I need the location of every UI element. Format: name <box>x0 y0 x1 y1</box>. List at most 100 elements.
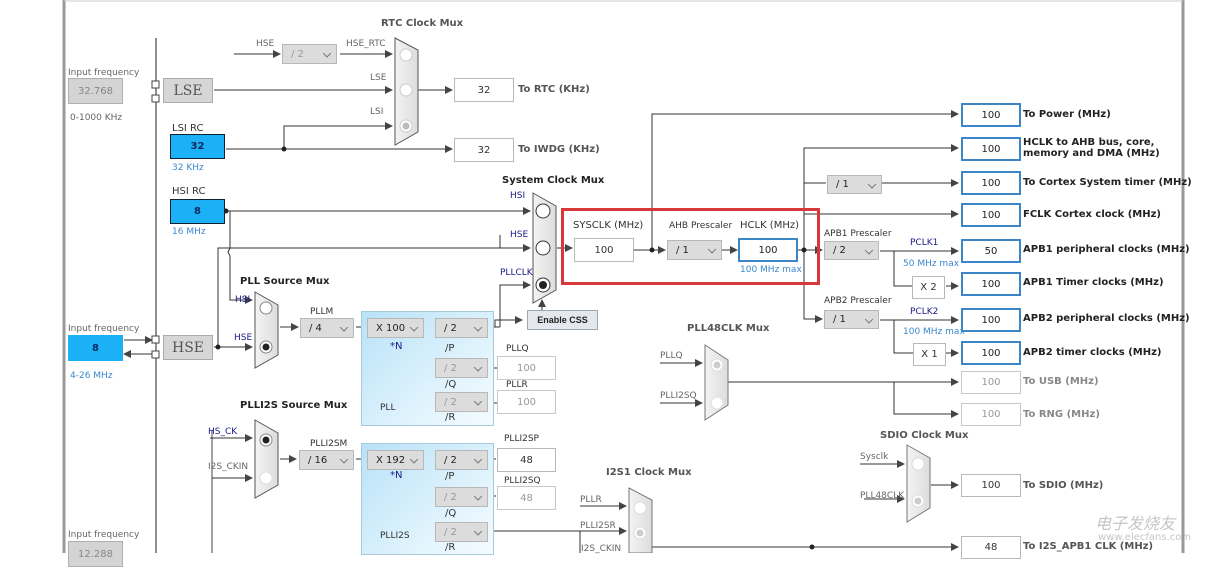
sdio-input-sysclk: Sysclk <box>860 452 889 462</box>
plli2s-source-hsck-label: HS_CK <box>208 427 238 437</box>
plln-label: *N <box>390 341 403 352</box>
output-apb1-periph-value[interactable]: 50 <box>961 239 1021 263</box>
pll48-input-plli2sq: PLLI2SQ <box>660 391 697 401</box>
i2s-input-frequency[interactable]: 12.288 <box>68 541 123 567</box>
pll-source-mux-title: PLL Source Mux <box>240 276 330 287</box>
sdio-output-label: To SDIO (MHz) <box>1023 480 1104 491</box>
plli2s-source-mux[interactable] <box>254 419 279 499</box>
pllp-select[interactable]: / 2 <box>435 318 488 338</box>
chevron-down-icon <box>707 245 717 254</box>
cortex-timer-divider-select[interactable]: / 1 <box>827 175 882 194</box>
chevron-down-icon <box>409 455 419 464</box>
pclk2-label: PCLK2 <box>910 307 939 317</box>
system-mux-hsi-label: HSI <box>510 191 526 201</box>
watermark-url: www.elecfans.com <box>1098 532 1192 543</box>
output-apb2-periph-value[interactable]: 100 <box>961 308 1021 332</box>
hse-input-frequency[interactable]: 8 <box>68 335 123 361</box>
chevron-down-icon <box>864 314 874 324</box>
plli2sn-select[interactable]: X 192 <box>367 450 424 470</box>
enable-css-button[interactable]: Enable CSS <box>527 310 598 330</box>
ahb-prescaler-select[interactable]: / 1 <box>667 240 722 260</box>
output-cortex-timer-label: To Cortex System timer (MHz) <box>1023 177 1192 188</box>
plli2sq-output-value: 48 <box>497 486 556 510</box>
chevron-down-icon <box>322 49 332 58</box>
hclk-max: 100 MHz max <box>740 265 802 275</box>
output-hclk-ahb-label: HCLK to AHB bus, core, <box>1023 137 1155 148</box>
pll-source-mux[interactable] <box>254 291 279 369</box>
rtc-input-lsi: LSI <box>370 107 384 117</box>
chevron-down-icon <box>867 179 877 189</box>
pll48-input-pllq: PLLQ <box>660 351 683 361</box>
chevron-down-icon <box>473 397 483 406</box>
plli2s-source-mux-title: PLLI2S Source Mux <box>240 400 348 411</box>
lse-source: LSE <box>163 78 213 103</box>
ahb-prescaler-value: / 1 <box>676 244 689 256</box>
lse-input-range: 0-1000 KHz <box>70 113 123 123</box>
chevron-down-icon <box>409 323 419 332</box>
plli2sp-output-label: PLLI2SP <box>504 434 539 444</box>
rtc-hse-divider-value: / 2 <box>291 48 304 60</box>
hsi-rc-value: 8 <box>170 199 225 224</box>
watermark-logo-text: 电子发烧友 <box>1095 514 1176 533</box>
output-hclk-ahb-value[interactable]: 100 <box>961 137 1021 161</box>
pllm-select[interactable]: / 4 <box>300 318 354 338</box>
plli2sn-label: *N <box>390 470 403 481</box>
apb1-prescaler-select[interactable]: / 2 <box>824 241 879 260</box>
rtc-mux[interactable] <box>394 37 419 146</box>
output-apb1-timer-value[interactable]: 100 <box>961 272 1021 296</box>
output-fclk-value[interactable]: 100 <box>961 203 1021 227</box>
pll-source-hse-label: HSE <box>234 333 253 343</box>
plli2sp-select[interactable]: / 2 <box>435 450 488 470</box>
hclk-input[interactable]: 100 <box>738 238 798 262</box>
lsi-rc-freq: 32 KHz <box>172 163 204 173</box>
system-clock-mux[interactable] <box>532 192 557 304</box>
pllq-divider-value: / 2 <box>444 362 457 374</box>
output-cortex-timer-value[interactable]: 100 <box>961 171 1021 195</box>
sdio-clock-mux[interactable] <box>906 444 931 523</box>
rtc-mux-title: RTC Clock Mux <box>381 18 464 29</box>
apb2-prescaler-label: APB2 Prescaler <box>824 296 892 306</box>
output-apb1-periph-label: APB1 peripheral clocks (MHz) <box>1023 244 1190 255</box>
pll-source-hsi-label: HSI <box>235 295 251 305</box>
plli2sp-divider-value: / 2 <box>444 454 457 466</box>
output-power-value[interactable]: 100 <box>961 103 1021 127</box>
chevron-down-icon <box>864 245 874 255</box>
rtc-output-value: 32 <box>454 78 514 102</box>
plli2sm-select[interactable]: / 16 <box>299 450 354 470</box>
i2s1-input-pllr: PLLR <box>580 495 602 505</box>
sdio-output-value: 100 <box>961 474 1021 497</box>
pllr-select[interactable]: / 2 <box>435 392 488 412</box>
plli2sp-output-value: 48 <box>497 448 556 472</box>
output-apb2-timer-value[interactable]: 100 <box>961 341 1021 365</box>
pllq-output-label: PLLQ <box>506 344 529 354</box>
plli2sr-select[interactable]: / 2 <box>435 522 488 542</box>
system-mux-hse-label: HSE <box>510 230 529 240</box>
usb-output-label: To USB (MHz) <box>1023 376 1099 387</box>
plli2sq-select[interactable]: / 2 <box>435 487 488 507</box>
sysclk-label: SYSCLK (MHz) <box>573 220 644 231</box>
plln-select[interactable]: X 100 <box>367 318 424 338</box>
plli2sn-value: X 192 <box>376 454 406 466</box>
sdio-clock-mux-title: SDIO Clock Mux <box>880 430 969 441</box>
lse-input-frequency[interactable]: 32.768 <box>68 78 123 104</box>
pllr-output-label: PLLR <box>506 380 528 390</box>
i2s1-clock-mux[interactable] <box>628 487 653 553</box>
rtc-hse-divider-select[interactable]: / 2 <box>282 44 337 64</box>
pll48clk-mux-title: PLL48CLK Mux <box>687 323 770 334</box>
rng-output-value: 100 <box>961 403 1021 426</box>
hse-input-label: Input frequency <box>68 324 140 334</box>
chevron-down-icon <box>339 455 349 464</box>
pllq-select[interactable]: / 2 <box>435 358 488 378</box>
output-apb1-timer-label: APB1 Timer clocks (MHz) <box>1023 277 1164 288</box>
apb1-max: 50 MHz max <box>903 259 960 269</box>
highlight-box <box>561 208 820 285</box>
pllm-label: PLLM <box>310 307 334 317</box>
apb2-prescaler-select[interactable]: / 1 <box>824 310 879 329</box>
pll48clk-mux[interactable] <box>704 344 729 421</box>
usb-output-value: 100 <box>961 371 1021 394</box>
plli2sq-div-label: /Q <box>445 508 457 519</box>
lsi-rc-value: 32 <box>170 134 225 159</box>
lsi-rc-title: LSI RC <box>172 123 204 134</box>
pll-block-label: PLL <box>380 403 396 413</box>
hsi-rc-title: HSI RC <box>172 186 206 197</box>
